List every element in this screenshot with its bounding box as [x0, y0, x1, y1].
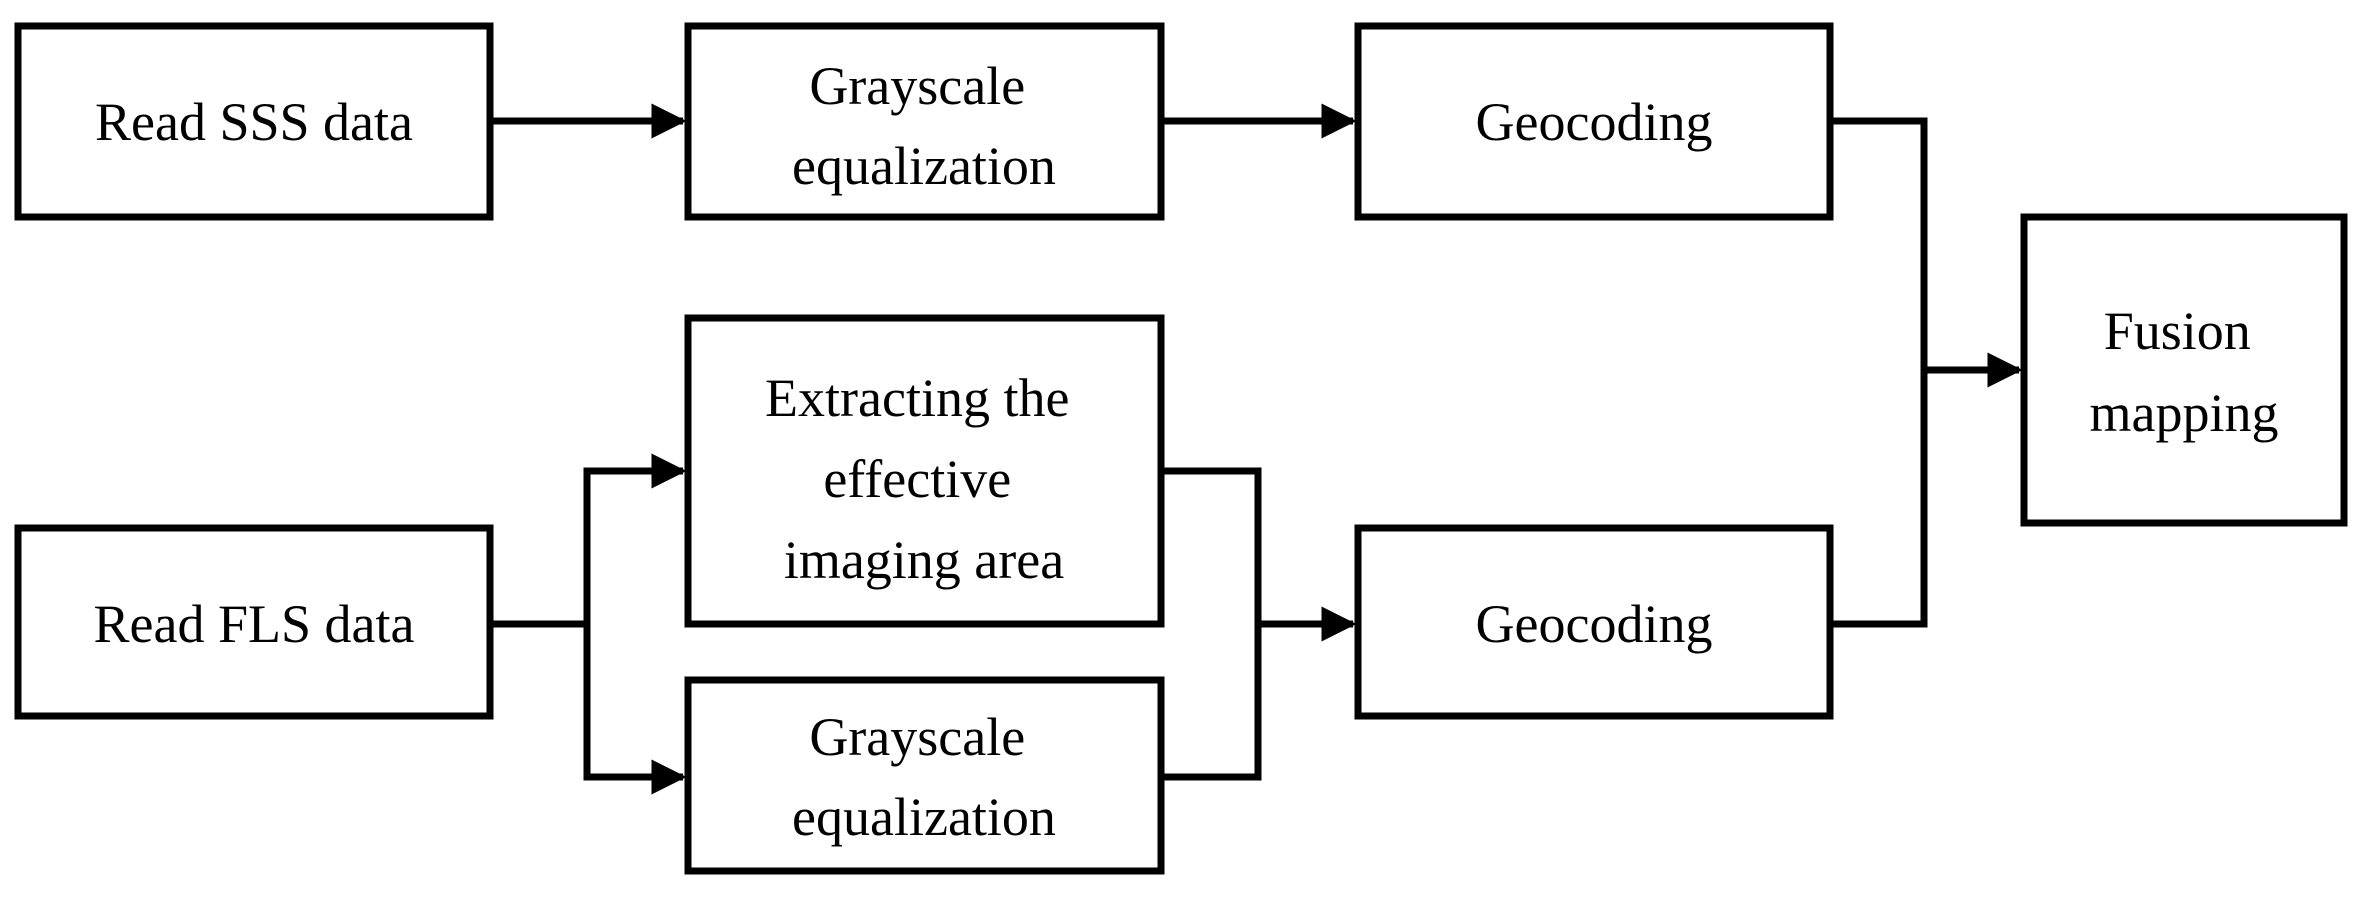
connector-geocoding-top-to-merge — [1830, 117, 1928, 628]
grayscale-equalization-top-label: Grayscale equalization — [792, 56, 1056, 196]
geocoding-bottom-box — [1354, 524, 1834, 720]
connector-extracting-to-join — [1161, 467, 1262, 781]
grayscale-equalization-bottom-label: Grayscale equalization — [792, 707, 1056, 847]
read-sss-label: Read SSS data — [95, 92, 413, 152]
geocoding-top-box — [1354, 22, 1834, 221]
arrow-split-to-extracting — [583, 453, 687, 777]
grayscale-equalization-bottom-box — [684, 676, 1165, 875]
geocoding-top-label: Geocoding — [1476, 92, 1713, 152]
arrow-split-to-grayscale-bottom — [583, 624, 687, 795]
read-fls-label: Read FLS data — [94, 594, 415, 654]
fusion-mapping-label: Fusion mapping — [2090, 301, 2279, 443]
grayscale-equalization-top-box — [684, 22, 1165, 221]
read-sss-box — [14, 22, 494, 221]
extracting-effective-area-label: Extracting the effective imaging area — [765, 368, 1083, 590]
fusion-mapping-box — [2020, 213, 2348, 527]
geocoding-bottom-label: Geocoding — [1476, 594, 1713, 654]
extracting-effective-area-box — [684, 314, 1165, 628]
